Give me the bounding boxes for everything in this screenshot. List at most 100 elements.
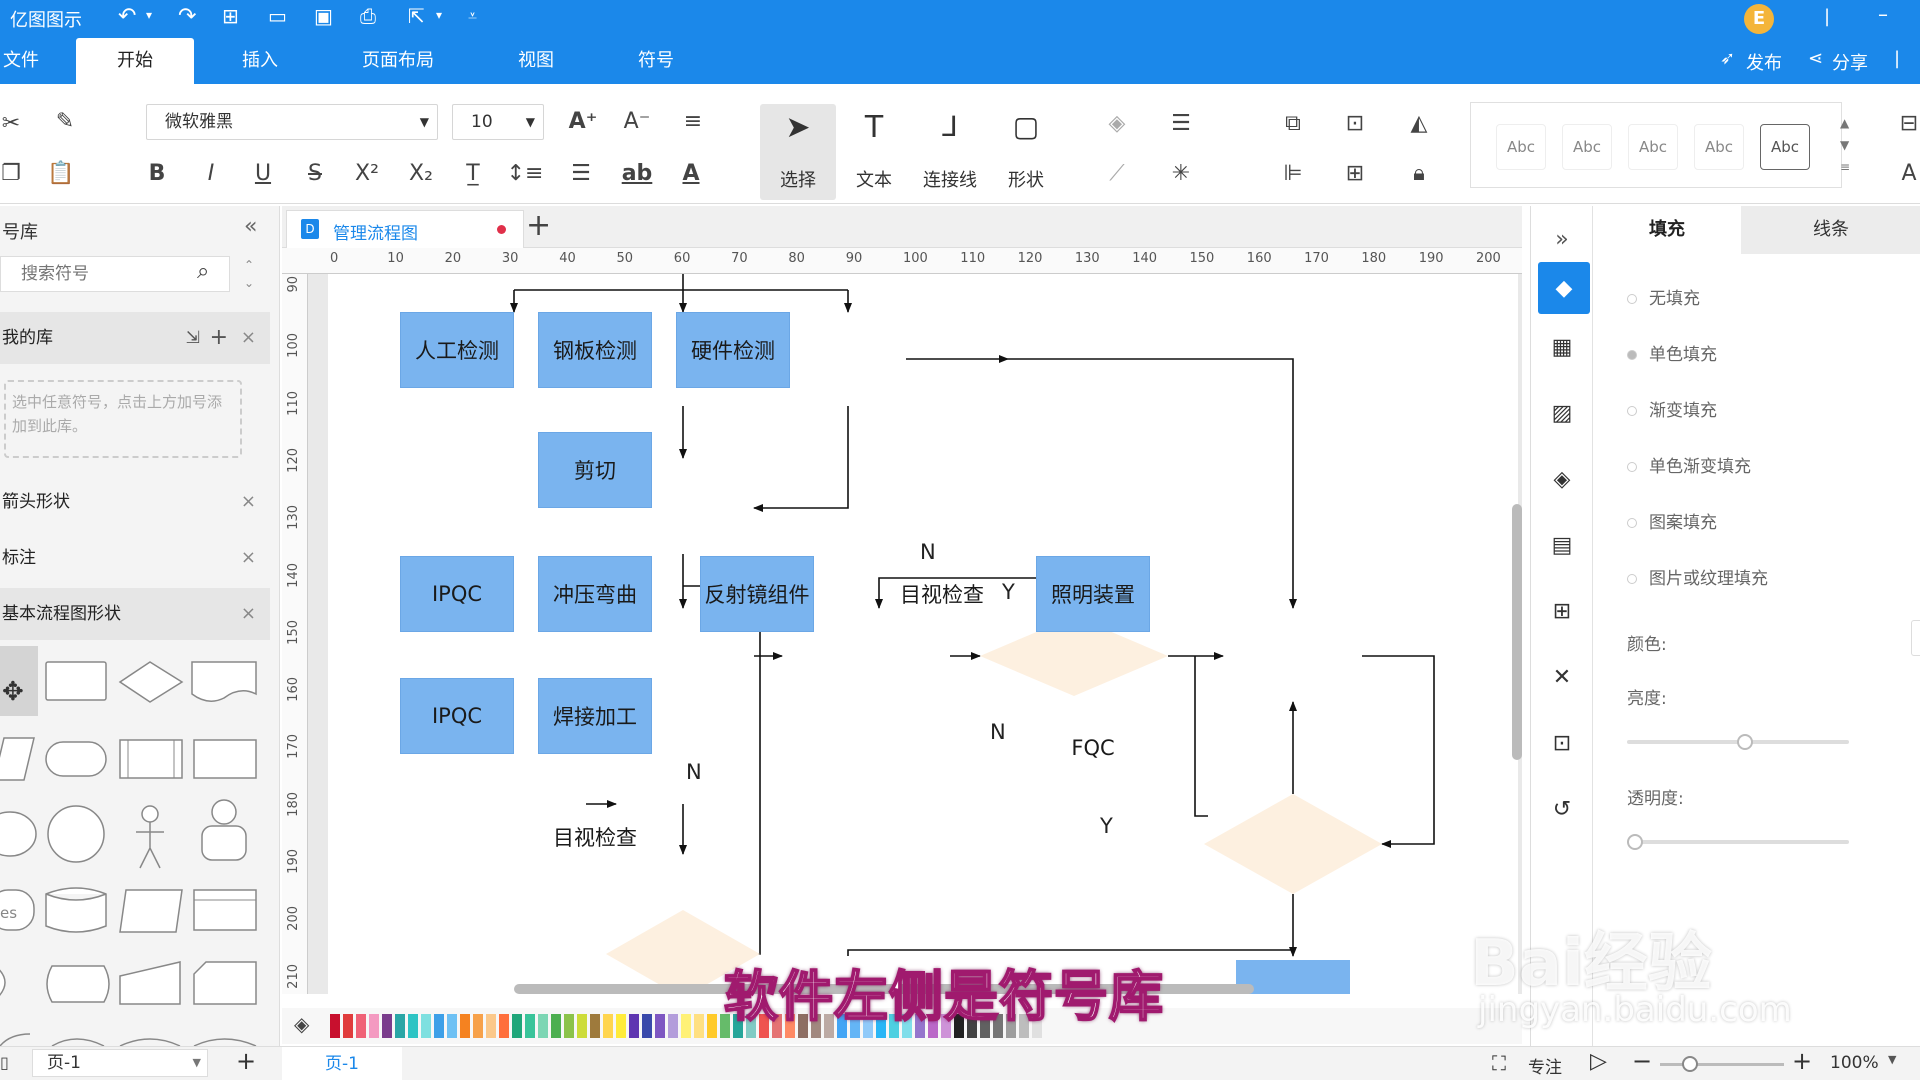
node-hardware-inspection[interactable]: 硬件检测 bbox=[676, 312, 790, 388]
italic-icon[interactable]: I bbox=[207, 160, 215, 186]
connector-line[interactable] bbox=[847, 949, 1293, 956]
color-swatch[interactable] bbox=[642, 1014, 652, 1038]
color-swatch[interactable] bbox=[746, 1014, 756, 1038]
add-icon[interactable]: + bbox=[209, 325, 228, 350]
bring-front-icon[interactable]: ⧉ bbox=[1285, 110, 1301, 136]
bullet-list-icon[interactable]: ☰ bbox=[571, 160, 591, 186]
publish-icon[interactable]: ➶ bbox=[1720, 48, 1736, 69]
internal-storage-shape[interactable] bbox=[193, 739, 257, 779]
select-tool[interactable]: ➤ 选择 bbox=[760, 104, 836, 200]
color-swatch[interactable] bbox=[616, 1014, 626, 1038]
align-shapes-icon[interactable]: ⊫ bbox=[1283, 160, 1303, 186]
document-tab[interactable]: D 管理流程图 bbox=[286, 210, 524, 248]
canvas-area[interactable]: 人工检测 钢板检测 硬件检测 剪切 IPQC 冲压弯曲 反射镜组件 目视检查 照… bbox=[308, 274, 1522, 994]
distribute-icon[interactable]: ⊞ bbox=[1345, 160, 1365, 186]
page-select[interactable]: 页-1 ▼ bbox=[32, 1049, 208, 1077]
selected-shape[interactable] bbox=[0, 646, 38, 716]
bold-icon[interactable]: B bbox=[148, 160, 166, 186]
color-swatch[interactable] bbox=[902, 1014, 912, 1038]
color-swatch[interactable] bbox=[954, 1014, 964, 1038]
color-swatch[interactable] bbox=[538, 1014, 548, 1038]
save-icon[interactable]: ▣ bbox=[314, 4, 333, 28]
chevron-down-icon[interactable]: ▼ bbox=[1888, 1053, 1897, 1066]
panel-icon[interactable]: ⊟ bbox=[1899, 110, 1919, 136]
terminator-shape[interactable] bbox=[45, 741, 107, 777]
color-swatch[interactable] bbox=[434, 1014, 444, 1038]
rounded-shape[interactable] bbox=[0, 889, 35, 931]
align-icon[interactable]: ≡ bbox=[683, 108, 703, 134]
connector-line[interactable] bbox=[753, 406, 849, 512]
color-swatch[interactable] bbox=[772, 1014, 782, 1038]
color-swatch[interactable] bbox=[369, 1014, 379, 1038]
close-icon[interactable]: × bbox=[240, 327, 256, 348]
chevron-down-icon[interactable]: ▾ bbox=[436, 8, 443, 22]
presentation-icon[interactable]: ⊡ bbox=[1552, 730, 1572, 756]
card-shape[interactable] bbox=[119, 889, 183, 933]
color-swatch[interactable] bbox=[967, 1014, 977, 1038]
color-swatch[interactable] bbox=[499, 1014, 509, 1038]
export-library-icon[interactable]: ⇲ bbox=[185, 328, 200, 348]
color-swatch[interactable] bbox=[889, 1014, 899, 1038]
predefined-process-shape[interactable] bbox=[119, 739, 183, 779]
image-icon[interactable]: ▨ bbox=[1551, 400, 1573, 426]
color-swatch[interactable] bbox=[343, 1014, 353, 1038]
person-shape[interactable] bbox=[201, 799, 247, 861]
color-swatch[interactable] bbox=[863, 1014, 873, 1038]
color-swatch[interactable] bbox=[876, 1014, 886, 1038]
copy-icon[interactable]: ❐ bbox=[1, 160, 21, 186]
node-steel-inspection[interactable]: 钢板检测 bbox=[538, 312, 652, 388]
brightness-thumb[interactable] bbox=[1736, 734, 1753, 750]
export-icon[interactable]: ⇱ bbox=[408, 4, 425, 28]
color-swatch[interactable] bbox=[330, 1014, 340, 1038]
library-section-basic-flowchart[interactable]: 基本流程图形状 × bbox=[0, 588, 270, 640]
grid-icon[interactable]: ▦ bbox=[1551, 334, 1573, 360]
color-swatch[interactable] bbox=[356, 1014, 366, 1038]
share-icon[interactable]: ⋖ bbox=[1808, 48, 1824, 69]
manual-input-shape[interactable] bbox=[119, 961, 181, 1005]
style-sample[interactable]: Abc bbox=[1562, 124, 1612, 170]
tab-home[interactable]: 开始 bbox=[76, 38, 194, 84]
collapse-icon[interactable]: « bbox=[244, 214, 258, 239]
color-swatch[interactable] bbox=[811, 1014, 821, 1038]
decrease-font-icon[interactable]: A⁻ bbox=[623, 108, 651, 134]
color-swatch[interactable] bbox=[1032, 1014, 1042, 1038]
fill-bucket-icon[interactable]: ◈ bbox=[294, 1012, 310, 1036]
text-tool[interactable]: T 文本 bbox=[836, 104, 912, 200]
layers-icon[interactable]: ◈ bbox=[1553, 466, 1571, 492]
color-swatch[interactable] bbox=[915, 1014, 925, 1038]
font-color-icon[interactable]: A bbox=[682, 160, 700, 186]
library-scroll[interactable]: ⌃⌄ bbox=[244, 258, 255, 290]
color-swatch[interactable] bbox=[473, 1014, 483, 1038]
library-section-arrows[interactable]: 箭头形状 × bbox=[0, 476, 270, 528]
fill-icon[interactable]: ◈ bbox=[1108, 110, 1126, 136]
line-color-icon[interactable]: ⟋ bbox=[1109, 160, 1125, 186]
text-format-icon[interactable]: A bbox=[1901, 160, 1917, 186]
node-welding[interactable]: 焊接加工 bbox=[538, 678, 652, 754]
node-manual-inspection[interactable]: 人工检测 bbox=[400, 312, 514, 388]
style-sample[interactable]: Abc bbox=[1628, 124, 1678, 170]
color-swatch[interactable] bbox=[408, 1014, 418, 1038]
decision-shape[interactable] bbox=[118, 661, 184, 703]
fill-option-gradient[interactable]: 渐变填充 bbox=[1627, 396, 1717, 421]
node-lighting-device[interactable]: 照明装置 bbox=[1036, 556, 1150, 632]
new-file-icon[interactable]: ⊞ bbox=[222, 4, 239, 28]
zoom-out-icon[interactable]: − bbox=[1632, 1047, 1653, 1075]
paste-icon[interactable]: 📋 bbox=[47, 160, 75, 186]
underline-icon[interactable]: U bbox=[254, 160, 272, 186]
line-style-icon[interactable]: ☰ bbox=[1171, 110, 1191, 136]
fill-option-single-gradient[interactable]: 单色渐变填充 bbox=[1627, 452, 1751, 477]
color-swatch[interactable] bbox=[941, 1014, 951, 1038]
undo-icon[interactable]: ↶ bbox=[118, 4, 137, 29]
page-icon[interactable]: ▤ bbox=[1551, 532, 1573, 558]
close-icon[interactable]: × bbox=[240, 603, 256, 624]
diamond-visual-inspection-1[interactable] bbox=[980, 616, 1168, 696]
tab-insert[interactable]: 插入 bbox=[242, 50, 278, 71]
direct-data-shape[interactable] bbox=[46, 965, 110, 1003]
color-swatch[interactable] bbox=[681, 1014, 691, 1038]
circle-shape[interactable] bbox=[47, 805, 105, 863]
color-swatch[interactable] bbox=[603, 1014, 613, 1038]
increase-font-icon[interactable]: A⁺ bbox=[568, 108, 598, 134]
color-swatch[interactable] bbox=[850, 1014, 860, 1038]
color-swatch[interactable] bbox=[993, 1014, 1003, 1038]
delay-shape[interactable] bbox=[0, 962, 6, 1004]
